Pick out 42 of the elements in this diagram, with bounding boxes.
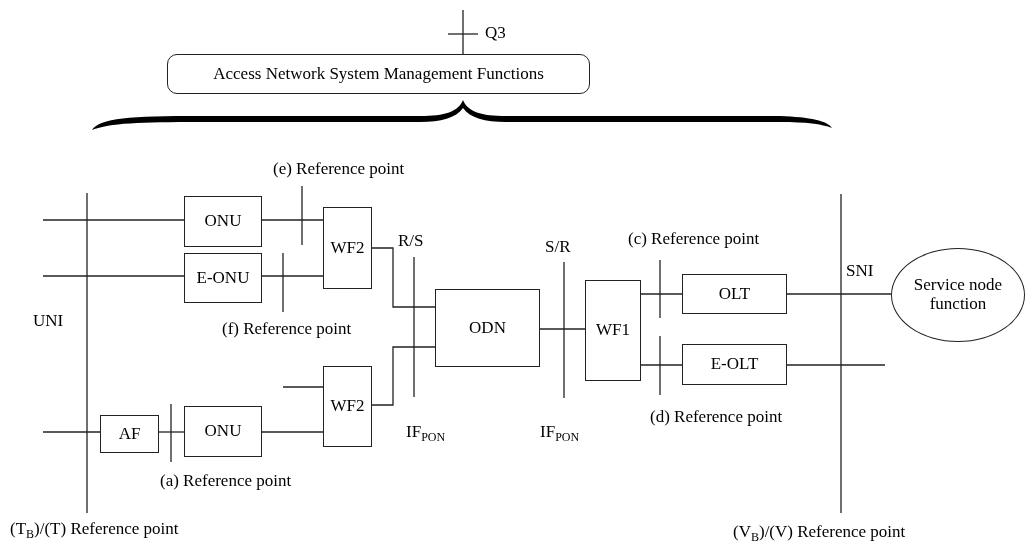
reference-label: (d) Reference point bbox=[650, 408, 783, 427]
management-box: Access Network System Management Functions bbox=[167, 54, 590, 94]
process-box: WF2 bbox=[323, 366, 372, 447]
connector-line bbox=[42, 219, 185, 221]
reference-label: IF$_{PON}$ bbox=[406, 423, 446, 445]
reference-label: R/S bbox=[398, 232, 424, 251]
connector-line bbox=[42, 431, 101, 433]
process-box: AF bbox=[100, 415, 159, 453]
connector-line bbox=[371, 346, 436, 406]
connector-line bbox=[786, 293, 892, 295]
connector-line bbox=[282, 386, 324, 388]
connector-line bbox=[42, 275, 185, 277]
connector-line bbox=[640, 364, 683, 366]
reference-label: UNI bbox=[33, 312, 64, 331]
process-box: WF1 bbox=[585, 280, 641, 381]
connector-line bbox=[462, 9, 464, 55]
process-box: ONU bbox=[184, 406, 262, 457]
reference-label: (e) Reference point bbox=[273, 160, 405, 179]
reference-label: S/R bbox=[545, 238, 571, 257]
reference-label: Q3 bbox=[485, 24, 506, 43]
connector-line bbox=[261, 431, 324, 433]
process-box: WF2 bbox=[323, 207, 372, 289]
reference-label: (V$_{B}$)/(V) Reference point bbox=[733, 523, 906, 545]
reference-label: (a) Reference point bbox=[160, 472, 292, 491]
process-box: ONU bbox=[184, 196, 262, 247]
process-box: ODN bbox=[435, 289, 540, 367]
process-box: E-ONU bbox=[184, 253, 262, 303]
connector-line bbox=[640, 293, 683, 295]
process-box: E-OLT bbox=[682, 344, 787, 385]
connector-line bbox=[158, 431, 185, 433]
function-ellipse: Service node function bbox=[891, 248, 1025, 342]
connector-line bbox=[261, 219, 324, 221]
reference-label: (c) Reference point bbox=[628, 230, 760, 249]
connector-line bbox=[539, 328, 586, 330]
reference-label: IF$_{PON}$ bbox=[540, 423, 580, 445]
connector-line bbox=[786, 364, 886, 366]
reference-label: SNI bbox=[846, 262, 874, 281]
connector-line bbox=[371, 247, 436, 308]
reference-label: (T$_{B}$)/(T) Reference point bbox=[10, 520, 179, 542]
connector-line bbox=[261, 275, 324, 277]
reference-label: (f) Reference point bbox=[222, 320, 352, 339]
process-box: OLT bbox=[682, 274, 787, 314]
